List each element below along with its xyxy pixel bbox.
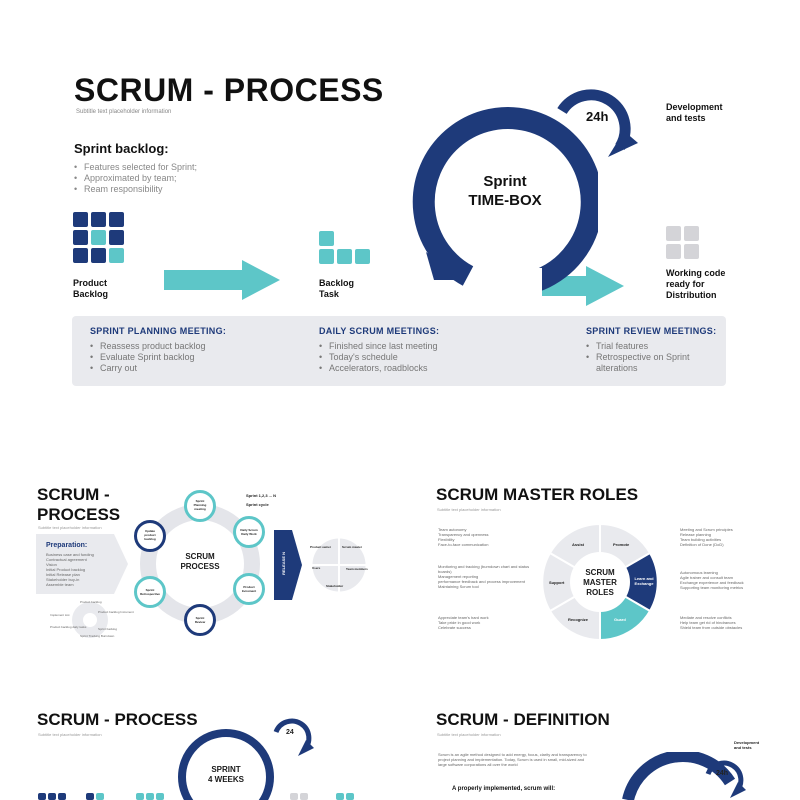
list-item: Features selected for Sprint;: [74, 162, 197, 173]
left-group-3: Appreciate team's hard work Take pride i…: [438, 615, 489, 630]
development-label: Development and tests: [734, 740, 760, 750]
role-label: Stakeholder: [326, 584, 344, 588]
hours-label: 24h: [586, 109, 609, 124]
thumb-title: SCRUM - PROCESS: [37, 485, 121, 524]
working-code-label: Working code ready for Distribution: [666, 268, 726, 300]
small-label: Implement List: [50, 613, 70, 617]
roles-circle-icon: [311, 537, 367, 593]
review-meeting-block: SPRINT REVIEW MEETINGS: Trial features R…: [586, 326, 722, 374]
thumb-subtitle: Subtitle text placeholder information: [38, 732, 102, 737]
list-item: Carry out: [90, 363, 290, 374]
list-item: Ream responsibility: [74, 184, 197, 195]
small-label: Product backlog: [80, 600, 102, 604]
roles-wheel: [541, 522, 659, 642]
sprint-backlog-list: Features selected for Sprint; Approximat…: [74, 162, 197, 195]
list-item: Trial features: [586, 341, 722, 352]
segment-label: Promote: [613, 542, 630, 547]
daily-meeting-block: DAILY SCRUM MEETINGS: Finished since las…: [319, 326, 519, 374]
list-item: Today's schedule: [319, 352, 519, 363]
right-group-3: Mediate and resolve conflicts Help team …: [680, 615, 743, 630]
right-group-1: Meeting and Scrum principles Release pla…: [680, 527, 733, 547]
definition-body: Scrum is an agile method designed to add…: [438, 752, 587, 767]
segment-label: Learn and Exchange: [634, 576, 654, 586]
sprint-cycle-note: Sprint 1,2,3 ... N Sprint cycle: [246, 493, 277, 507]
role-label: Scrum master: [342, 545, 363, 549]
small-label: Sprint Tracking Burndown: [80, 634, 115, 638]
implemented-heading: A properly implemented, scrum will:: [452, 786, 556, 792]
list-item: Evaluate Sprint backlog: [90, 352, 290, 363]
thumb-subtitle: Subtitle text placeholder information: [38, 525, 102, 530]
segment-label: Support: [549, 580, 565, 585]
sprint-cycle-arrow-icon: [622, 752, 736, 800]
list-item: Reassess product backlog: [90, 341, 290, 352]
small-label: Product backlog daily tasks: [50, 625, 87, 629]
page-title: SCRUM - PROCESS: [74, 72, 384, 108]
meetings-panel: SPRINT PLANNING MEETING: Reassess produc…: [72, 316, 726, 386]
sprint-cycle-arrow-icon: [412, 107, 598, 298]
sprint-weeks-label: SPRINT 4 WEEKS: [207, 765, 244, 784]
wheel-center-label: SCRUM MASTER ROLES: [583, 568, 617, 597]
backlog-task-label: Backlog Task: [319, 278, 355, 299]
sprint-backlog-title: Sprint backlog:: [74, 141, 169, 156]
small-label: Product backlog Increment: [98, 610, 134, 614]
sprint-circle-icon: [178, 729, 274, 800]
daily-cycle-arrow-icon: [273, 718, 314, 756]
left-group-1: Team autonomy Transparency and openness …: [438, 527, 489, 547]
release-label: RELEASE N: [281, 552, 286, 575]
hours-label: 24: [286, 729, 294, 736]
product-backlog-label: Product Backlog: [73, 278, 109, 299]
list-item: Approximated by team;: [74, 173, 197, 184]
arrow-right-icon: [164, 260, 280, 300]
sprint-timebox-label: Sprint TIME-BOX: [468, 173, 542, 209]
small-label: Sprint backlog: [98, 627, 118, 631]
role-label: Product owner: [310, 545, 332, 549]
thumb-subtitle: Subtitle text placeholder information: [437, 732, 501, 737]
list-item: Finished since last meeting: [319, 341, 519, 352]
segment-label: Guard: [614, 617, 626, 622]
thumb-title: SCRUM - PROCESS: [37, 710, 198, 729]
role-label: Users: [312, 566, 321, 570]
thumb-title: SCRUM - DEFINITION: [436, 710, 610, 729]
daily-cycle-arrow-icon: [557, 89, 638, 157]
thumb-title: SCRUM MASTER ROLES: [436, 485, 639, 504]
role-label: Team members: [346, 567, 368, 571]
page-subtitle: Subtitle text placeholder information: [76, 109, 172, 115]
preparation-arrow-shape: [36, 534, 128, 594]
right-group-2: Autonomous learning Agile trainer and co…: [680, 570, 744, 590]
release-arrow-shape: [274, 530, 302, 600]
thumb-subtitle: Subtitle text placeholder information: [437, 507, 501, 512]
preparation-title: Preparation:: [46, 542, 88, 549]
thumb-center-label: SCRUM PROCESS: [180, 552, 220, 571]
list-item: Retrospective on Sprint alterations: [586, 352, 722, 374]
segment-label: Assist: [572, 542, 585, 547]
left-group-2: Monitoring and tracking (burndown chart …: [438, 564, 530, 589]
backlog-cluster-icon: [72, 602, 108, 638]
list-item: Accelerators, roadblocks: [319, 363, 519, 374]
planning-meeting-block: SPRINT PLANNING MEETING: Reassess produc…: [90, 326, 290, 374]
daily-cycle-arrow-icon: [705, 760, 746, 798]
hours-label: 24h: [716, 770, 729, 777]
segment-label: Recognize: [568, 617, 589, 622]
preparation-list: Business case and funding Contractual ag…: [46, 552, 94, 587]
development-label: Development and tests: [666, 102, 723, 123]
